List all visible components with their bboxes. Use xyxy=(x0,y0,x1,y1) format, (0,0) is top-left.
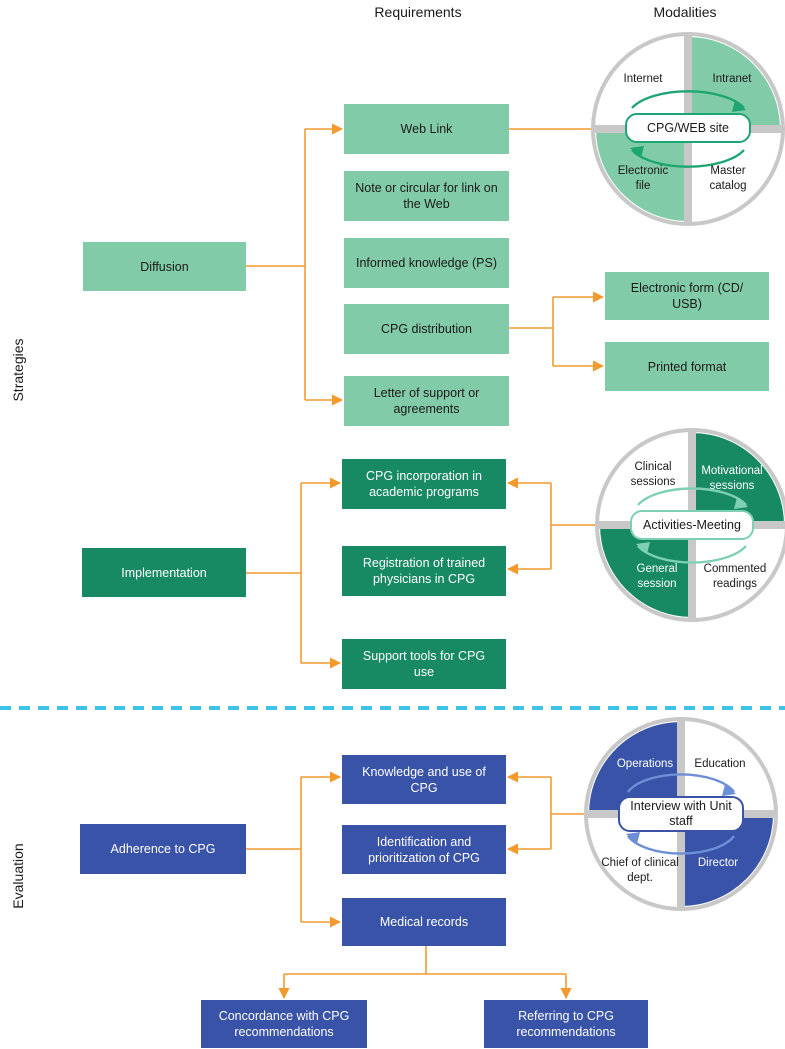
modalities-header: Modalities xyxy=(653,4,717,20)
diffusion-connectors xyxy=(246,123,605,406)
quadrant-operations: Operations xyxy=(616,758,674,770)
evaluation-side-label: Evaluation xyxy=(10,843,26,909)
requirement-informed-knowledge: Informed knowledge (PS) xyxy=(344,238,509,288)
requirements-header: Requirements xyxy=(374,4,462,20)
requirement-web-link: Web Link xyxy=(344,104,509,154)
quadrant-motivational-sessions: Motivational sessions xyxy=(701,465,763,492)
evaluation-connectors xyxy=(246,771,590,1000)
requirement-knowledge-use: Knowledge and use of CPG xyxy=(342,755,506,804)
implementation-connectors xyxy=(246,477,596,669)
quadrant-general-session: General session xyxy=(636,563,678,590)
requirement-medical-records: Medical records xyxy=(342,898,506,946)
quadrant-chief-clinical-dept: Chief of clinical dept. xyxy=(601,857,679,884)
requirement-cpg-academic: CPG incorporation in academic programs xyxy=(342,459,506,509)
quadrant-master-catalog: Master catalog xyxy=(709,165,747,192)
quadrant-internet: Internet xyxy=(623,73,663,85)
adherence-box: Adherence to CPG xyxy=(80,824,246,874)
implementation-box: Implementation xyxy=(82,548,246,597)
distribution-electronic-form: Electronic form (CD/ USB) xyxy=(605,272,769,320)
quadrant-electronic-file: Electronic file xyxy=(617,165,669,192)
quadrant-education: Education xyxy=(694,758,746,770)
quadrant-clinical-sessions: Clinical sessions xyxy=(630,461,676,488)
strategies-side-label: Strategies xyxy=(10,338,26,402)
quadrant-intranet: Intranet xyxy=(712,73,752,85)
requirement-note-circular: Note or circular for link on the Web xyxy=(344,171,509,221)
outcome-referring: Referring to CPG recommendations xyxy=(484,1000,648,1048)
modality-center-interview: Interview with Unit staff xyxy=(618,796,744,832)
quadrant-commented-readings: Commented readings xyxy=(703,563,767,590)
diffusion-box: Diffusion xyxy=(83,242,246,291)
outcome-concordance: Concordance with CPG recommendations xyxy=(201,1000,367,1048)
requirement-registration-physicians: Registration of trained physicians in CP… xyxy=(342,546,506,596)
quadrant-director: Director xyxy=(697,857,739,869)
requirement-support-tools: Support tools for CPG use xyxy=(342,639,506,689)
distribution-printed-format: Printed format xyxy=(605,342,769,391)
modality-center-activities-meeting: Activities-Meeting xyxy=(630,510,754,540)
requirement-cpg-distribution: CPG distribution xyxy=(344,304,509,354)
modality-center-cpg-web-site: CPG/WEB site xyxy=(625,113,751,143)
requirement-letter-support: Letter of support or agreements xyxy=(344,376,509,426)
requirement-identification-prioritization: Identification and prioritization of CPG xyxy=(342,825,506,874)
